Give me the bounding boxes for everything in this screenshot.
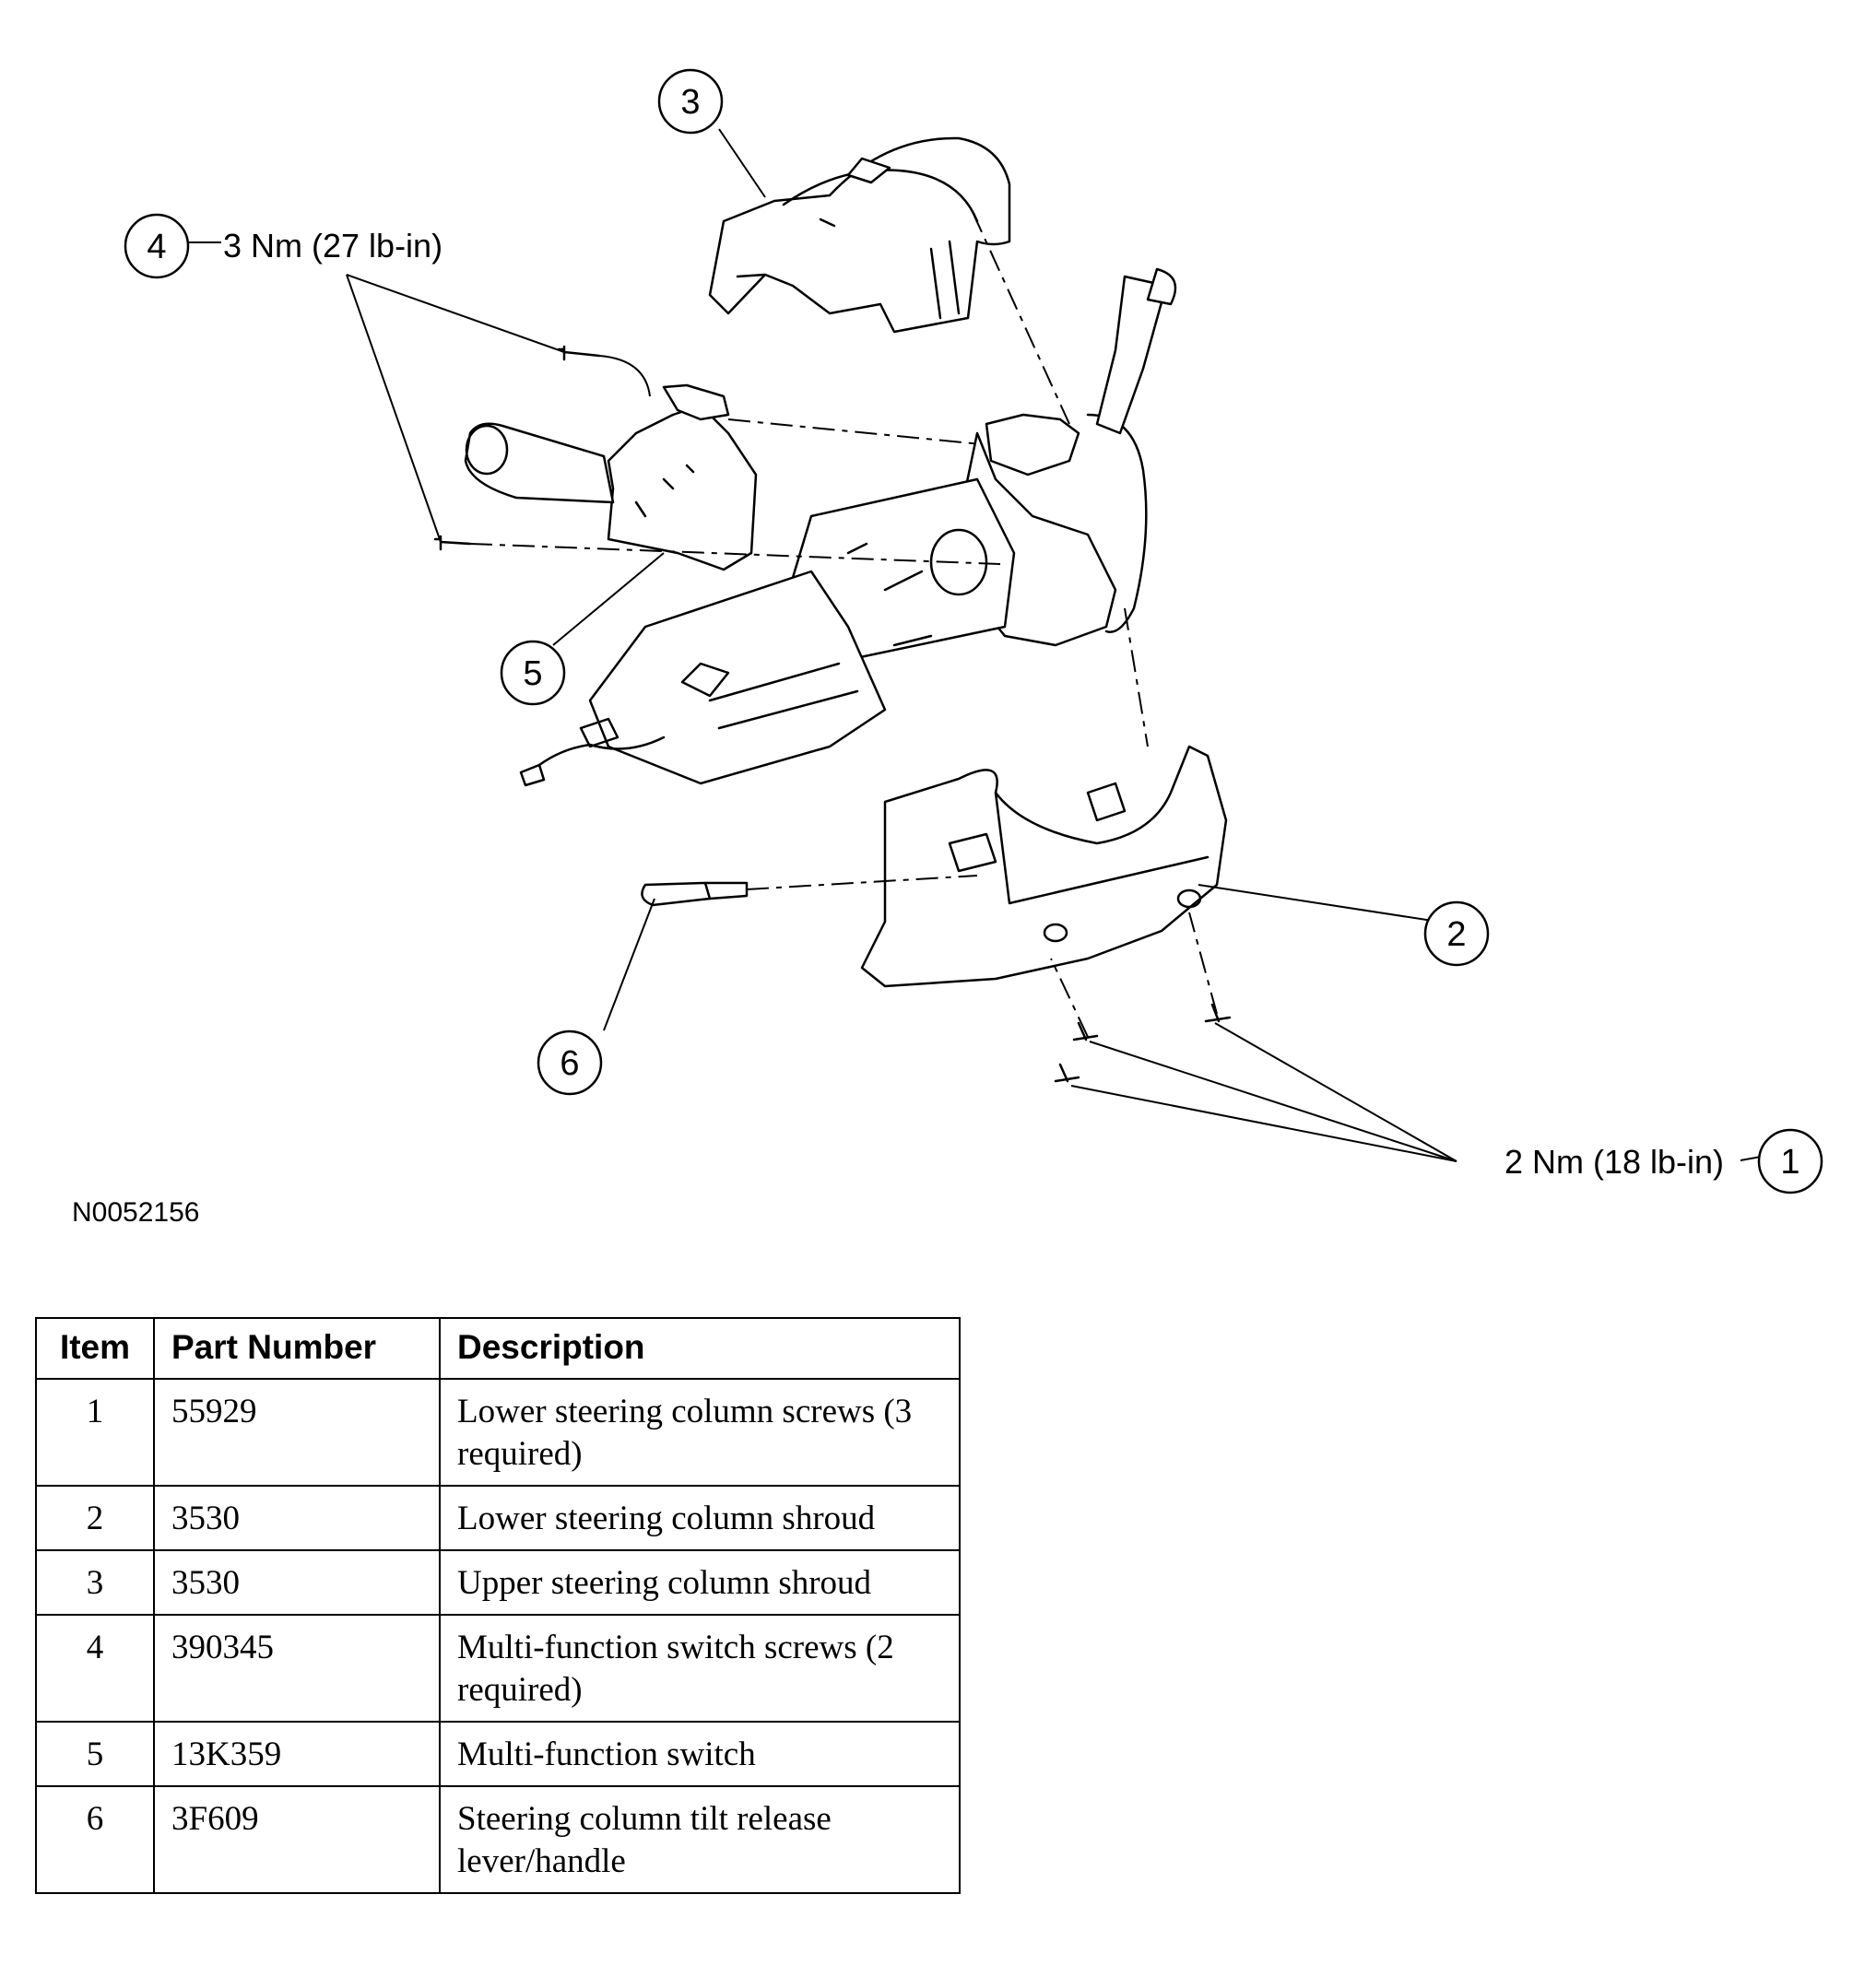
table-row: 5 13K359 Multi-function switch [35, 1721, 961, 1787]
description-cell: Upper steering column shroud [439, 1549, 961, 1616]
table-row: 3 3530 Upper steering column shroud [35, 1549, 961, 1616]
table-row: 1 55929 Lower steering column screws (3 … [35, 1378, 961, 1487]
parts-table: Item Part Number Description 1 55929 Low… [35, 1317, 961, 1894]
column-header-item: Item [35, 1317, 155, 1380]
item-cell: 2 [35, 1485, 155, 1551]
callout-4-number: 4 [147, 228, 166, 266]
multi-function-switch-drawing [464, 383, 758, 571]
dashed-lines [469, 211, 1218, 1038]
column-header-description: Description [439, 1317, 961, 1380]
callout-4: 4 3 Nm (27 lb-in) [124, 213, 442, 279]
item-cell: 3 [35, 1549, 155, 1616]
table-row: 4 390345 Multi-function switch screws (2… [35, 1614, 961, 1723]
callout-2: 2 [1423, 900, 1490, 967]
table-header-row: Item Part Number Description [35, 1317, 961, 1380]
figure-reference-code: N0052156 [72, 1197, 199, 1228]
steering-column-drawing [519, 267, 1177, 787]
callout-1: 1 2 Nm (18 lb-in) [1504, 1128, 1823, 1194]
item-cell: 4 [35, 1614, 155, 1723]
callout-6-number: 6 [560, 1044, 579, 1083]
lower-shroud-screws-drawing [1054, 1003, 1232, 1083]
part-number-cell: 3530 [153, 1485, 441, 1551]
callout-4-torque: 3 Nm (27 lb-in) [223, 227, 442, 265]
callout-2-number: 2 [1446, 915, 1466, 954]
part-number-cell: 3530 [153, 1549, 441, 1616]
exploded-view-diagram: 1 2 Nm (18 lb-in) 2 3 4 3 Nm (27 lb-in) … [72, 68, 1823, 1228]
column-header-part-number: Part Number [153, 1317, 441, 1380]
part-number-cell: 55929 [153, 1378, 441, 1487]
table-row: 6 3F609 Steering column tilt release lev… [35, 1785, 961, 1894]
upper-shroud-drawing [708, 136, 1011, 334]
description-cell: Multi-function switch [439, 1721, 961, 1787]
callout-5-number: 5 [523, 654, 542, 693]
description-cell: Steering column tilt release lever/handl… [439, 1785, 961, 1894]
leader-lines [189, 128, 1762, 1162]
callout-3: 3 [657, 68, 724, 135]
item-cell: 6 [35, 1785, 155, 1894]
part-number-cell: 3F609 [153, 1785, 441, 1894]
lower-shroud-drawing [860, 745, 1228, 988]
tilt-lever-drawing [641, 881, 749, 907]
table-row: 2 3530 Lower steering column shroud [35, 1485, 961, 1551]
description-cell: Lower steering column shroud [439, 1485, 961, 1551]
description-cell: Lower steering column screws (3 required… [439, 1378, 961, 1487]
callout-1-number: 1 [1780, 1143, 1799, 1182]
item-cell: 1 [35, 1378, 155, 1487]
item-cell: 5 [35, 1721, 155, 1787]
callout-6: 6 [537, 1030, 603, 1096]
description-cell: Multi-function switch screws (2 required… [439, 1614, 961, 1723]
callout-3-number: 3 [680, 83, 700, 122]
part-number-cell: 13K359 [153, 1721, 441, 1787]
callout-5: 5 [500, 640, 566, 706]
part-number-cell: 390345 [153, 1614, 441, 1723]
switch-screws-drawing [433, 345, 601, 551]
callout-1-torque: 2 Nm (18 lb-in) [1504, 1143, 1724, 1181]
